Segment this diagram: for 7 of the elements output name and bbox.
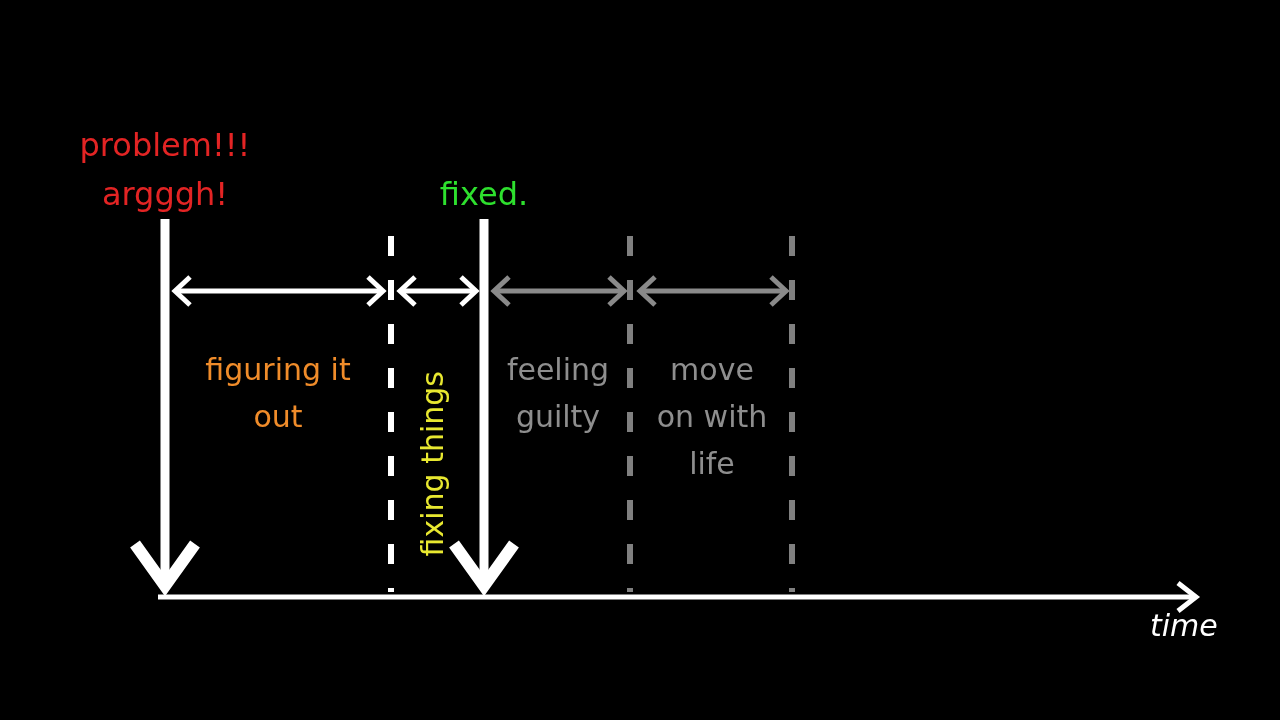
event-label: fixed. bbox=[414, 170, 554, 219]
event-label: problem!!! argggh! bbox=[58, 121, 272, 219]
phase-label: fixing things bbox=[415, 370, 451, 556]
axis-label: time bbox=[1150, 607, 1218, 645]
phase-label: feeling guilty bbox=[505, 351, 611, 436]
phase-label: figuring it out bbox=[204, 351, 352, 436]
phase-label: move on with life bbox=[655, 351, 769, 483]
